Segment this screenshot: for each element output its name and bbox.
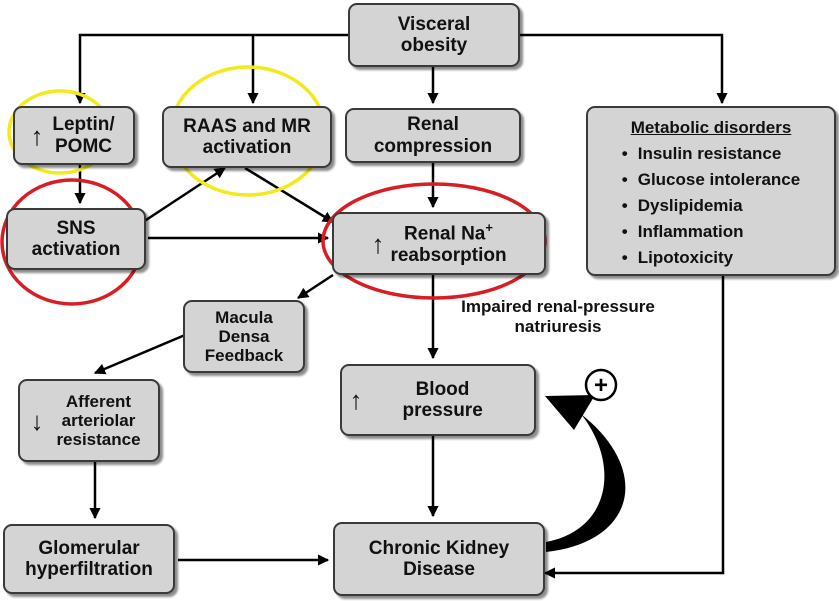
line-obesity-metabolic <box>520 33 728 105</box>
down-arrow-icon: ↓ <box>30 405 44 436</box>
metabolic-item-insulin: Insulin resistance <box>622 141 800 167</box>
node-sns-activation: SNS activation <box>6 208 146 270</box>
line-metabolic-ckd <box>543 275 725 579</box>
line-obesity-left <box>74 33 348 105</box>
metabolic-item-inflammation: Inflammation <box>622 219 800 245</box>
node-macula-densa-feedback: Macula Densa Feedback <box>183 300 305 373</box>
plus-circle-icon <box>584 368 618 402</box>
line-macula-afferent <box>93 333 186 375</box>
node-afferent-arteriolar-resistance: ↓ Afferent arteriolar resistance <box>18 379 160 462</box>
node-glomerular-hyperfiltration: Glomerular hyperfiltration <box>3 524 175 594</box>
node-leptin-pomc: ↑ Leptin/ POMC <box>13 106 135 165</box>
metabolic-item-glucose: Glucose intolerance <box>622 167 801 193</box>
node-raas-mr-activation: RAAS and MR activation <box>162 106 332 168</box>
node-metabolic-disorders: Metabolic disorders Insulin resistance G… <box>586 106 836 276</box>
curved-feedback-arrowhead <box>545 395 595 430</box>
metabolic-item-dyslipidemia: Dyslipidemia <box>622 193 800 219</box>
line-na-macula <box>297 273 334 300</box>
node-blood-pressure: ↑ Blood pressure <box>340 364 536 436</box>
plus-sign: + <box>594 372 608 399</box>
node-renal-compression: Renal compression <box>345 108 521 163</box>
metabolic-item-lipotoxicity: Lipotoxicity <box>622 245 800 271</box>
up-arrow-icon: ↑ <box>371 228 385 259</box>
node-visceral-obesity: Visceral obesity <box>348 3 520 67</box>
impaired-natriuresis-label: Impaired renal-pressure natriuresis <box>461 297 655 337</box>
node-chronic-kidney-disease: Chronic Kidney Disease <box>333 522 545 596</box>
up-arrow-icon: ↑ <box>30 120 44 151</box>
curved-feedback-arrow <box>546 414 626 552</box>
metabolic-title: Metabolic disorders <box>630 118 792 137</box>
line-sns-raas <box>142 166 226 224</box>
line-raas-na <box>244 166 334 224</box>
node-renal-na-reabsorption: ↑ Renal Na+ reabsorption <box>332 212 546 275</box>
up-arrow-icon: ↑ <box>349 385 363 415</box>
metabolic-list: Insulin resistance Glucose intolerance D… <box>622 141 801 271</box>
